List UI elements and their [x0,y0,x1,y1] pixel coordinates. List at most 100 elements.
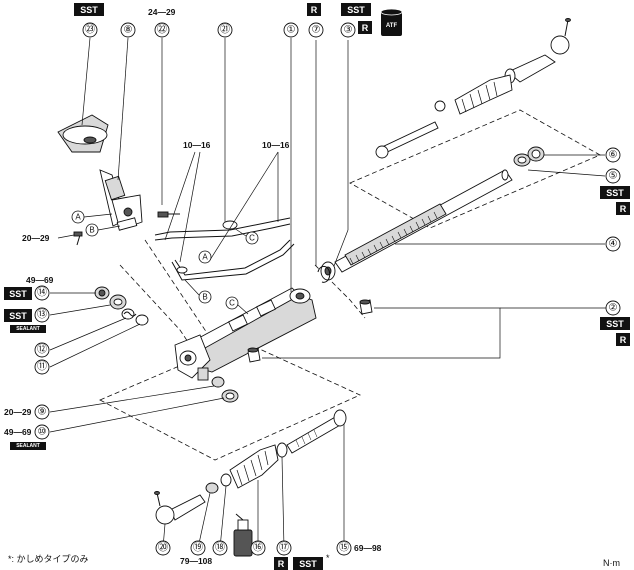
badge-sst-5: SST [600,186,630,199]
upper-right-group-box [349,109,601,229]
callout-4: ④ [605,236,621,252]
svg-text:SST: SST [606,188,624,198]
callout-5: ⑤ [605,168,621,184]
svg-text:A: A [75,213,81,222]
badge-sst-14: SST [4,287,32,300]
callout-1: ① [283,22,299,38]
boot-top [434,74,513,115]
badge-r-3: R [358,21,372,34]
seal-3 [320,40,349,281]
unit-label: N·m [603,558,620,568]
svg-text:⑰: ⑰ [279,542,289,554]
svg-text:⑤: ⑤ [609,171,618,182]
badge-sst-13: SST [4,309,32,322]
svg-text:⑭: ⑭ [37,287,47,299]
svg-text:R: R [311,5,318,15]
atf-can-icon: ATF [380,8,403,36]
svg-text:A: A [202,253,208,262]
svg-text:⑥: ⑥ [609,150,618,161]
badge-sst-3: SST [341,3,371,16]
footnote: *: かしめタイプのみ [8,554,89,564]
torque-bolt: 20—29 [22,233,50,243]
badge-sst-23: SST [74,3,104,16]
torque-19: 79—108 [180,556,212,566]
svg-text:SEALANT: SEALANT [16,443,40,449]
svg-text:⑫: ⑫ [37,344,47,356]
marker-b-left: B [85,223,121,237]
svg-text:ATF: ATF [386,23,398,29]
callout-3: ③ [340,22,356,38]
svg-text:R: R [620,204,627,214]
callout-23: ㉓ [82,22,98,38]
badge-sst-2: SST [600,317,630,330]
callout-19: ⑲ [190,540,206,556]
svg-text:SST: SST [9,311,27,321]
valve-part-2 [247,299,608,363]
inner-tie-rod-bottom [286,409,347,548]
svg-text:SST: SST [606,319,624,329]
torque-14: 49—69 [26,275,54,285]
svg-text:⑨: ⑨ [38,407,47,418]
callout-6: ⑥ [605,147,621,163]
asterisk-mark: * [326,553,330,563]
clip-17 [276,442,288,549]
svg-text:SEALANT: SEALANT [16,326,40,332]
callout-16: ⑯ [250,540,266,556]
callout-2: ② [605,300,621,316]
svg-text:⑪: ⑪ [37,361,47,373]
outer-tie-rod-20 [154,491,206,549]
svg-text:SST: SST [347,5,365,15]
grease-tube [233,513,253,557]
svg-text:C: C [229,299,235,308]
callout-14: ⑭ [34,285,50,301]
callout-21: ㉑ [217,22,233,38]
svg-text:⑮: ⑮ [339,542,349,554]
marker-c-upper: C [233,227,259,245]
svg-text:⑧: ⑧ [124,25,133,36]
outer-tie-rod-top [504,18,571,84]
leader-8 [117,37,129,181]
rack-4 [334,169,605,273]
callout-13: ⑬ [34,307,50,323]
steering-pinion-assembly [57,114,143,231]
torque-9: 20—29 [4,407,32,417]
svg-text:①: ① [287,25,296,36]
badge-r-2: R [616,333,630,346]
svg-text:㉓: ㉓ [85,24,95,36]
callout-8: ⑧ [120,22,136,38]
marker-a-mid: A [198,250,212,264]
callout-15: ⑮ [336,540,352,556]
callout-10: ⑩ [34,424,50,440]
small-parts-11-14 [49,286,149,368]
svg-text:㉑: ㉑ [220,24,230,36]
svg-text:④: ④ [609,239,618,250]
snap-ring-7 [315,40,331,283]
badge-sealant-13: SEALANT [10,325,46,333]
callout-22: ㉒ [154,22,170,38]
marker-b-mid: B [184,279,212,304]
svg-text:②: ② [609,303,618,314]
callout-7: ⑦ [308,22,324,38]
torque-10: 49—69 [4,427,32,437]
svg-text:③: ③ [344,25,353,36]
fluid-pipes-21 [154,38,295,281]
svg-text:SST: SST [80,5,98,15]
callout-9: ⑨ [34,404,50,420]
callout-18: ⑱ [212,540,228,556]
torque-15: 69—98 [354,543,382,553]
clip-18 [219,473,232,549]
badge-r-17: R [274,557,288,570]
badge-r-7: R [307,3,321,16]
svg-text:R: R [362,23,369,33]
gear-housing [174,287,317,381]
callout-12: ⑫ [34,342,50,358]
svg-text:R: R [278,559,285,569]
callout-20: ⑳ [155,540,171,556]
svg-text:SST: SST [9,289,27,299]
valve-guide-line [144,239,216,346]
svg-text:SST: SST [299,559,317,569]
svg-text:⑲: ⑲ [193,542,203,554]
svg-text:⑯: ⑯ [253,542,263,554]
boot-16 [229,444,279,548]
